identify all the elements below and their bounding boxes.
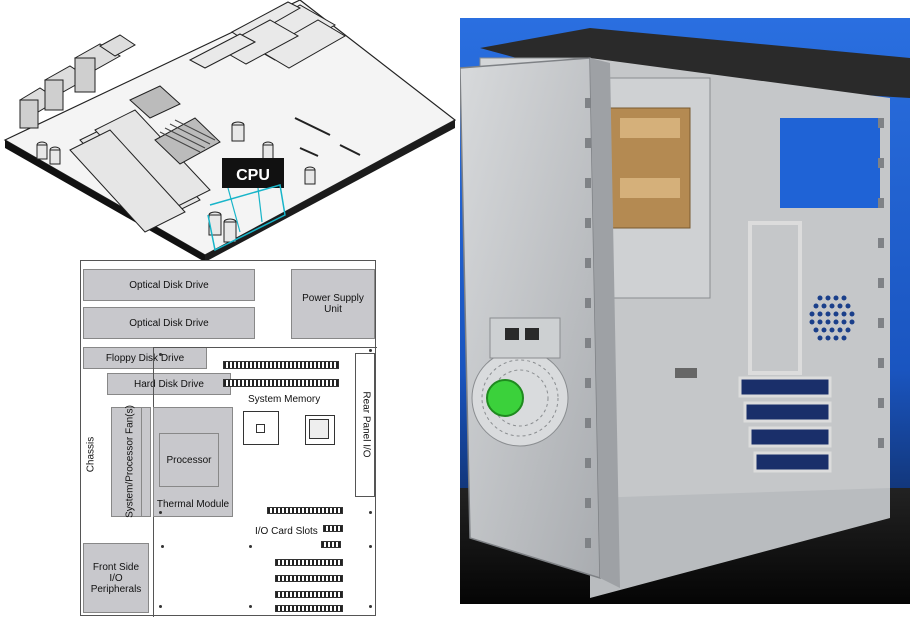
green-fan-hub (486, 379, 524, 417)
io-slot-5 (275, 605, 343, 612)
floppy-drive: Floppy Disk Drive (83, 347, 207, 369)
mount-hole (159, 605, 162, 608)
front-side-io-label: Front Side I/O Peripherals (90, 561, 142, 595)
chipset-1 (243, 411, 279, 445)
mount-hole (369, 605, 372, 608)
chipset-2-core (309, 419, 329, 439)
power-supply-label: Power Supply Unit (302, 293, 364, 315)
fans-label: System/Processor Fan(s) (124, 405, 136, 518)
chassis-label: Chassis (85, 436, 97, 473)
optical-drive-2: Optical Disk Drive (83, 307, 255, 339)
chassis-photo (460, 18, 910, 604)
processor-label: Processor (166, 454, 212, 466)
floppy-drive-label: Floppy Disk Drive (105, 352, 185, 364)
rear-panel-label: Rear Panel I/O (360, 391, 372, 458)
optical-drive-1-label: Optical Disk Drive (129, 279, 209, 291)
small-connector-1 (323, 525, 343, 532)
system-processor-fans (111, 407, 151, 517)
motherboard-illustration: CPU (3, 0, 457, 260)
rear-io-connectors (19, 34, 136, 129)
mount-hole (369, 545, 372, 548)
optical-drive-2-label: Optical Disk Drive (129, 317, 209, 329)
cpu-socket-outline (207, 184, 286, 252)
component-layout-diagram: Optical Disk Drive Optical Disk Drive Po… (80, 260, 377, 617)
system-memory-label: System Memory (248, 394, 321, 405)
chipset-1-core (256, 424, 265, 433)
mount-hole (161, 545, 164, 548)
small-connector-2 (321, 541, 341, 548)
memory-slot-1 (223, 361, 339, 369)
io-card-slots-label: I/O Card Slots (255, 526, 318, 537)
heatsinks (129, 85, 221, 165)
mount-hole (159, 353, 162, 356)
io-slot-2 (275, 559, 343, 566)
memory-slot-2 (223, 379, 339, 387)
mount-hole (369, 349, 372, 352)
io-slot-4 (275, 591, 343, 598)
mount-hole (159, 511, 162, 514)
io-slot-1 (267, 507, 343, 514)
cpu-callout-box (222, 158, 284, 188)
capacitors (36, 121, 316, 243)
processor: Processor (159, 433, 219, 487)
power-supply-unit: Power Supply Unit (291, 269, 375, 339)
mount-hole (369, 511, 372, 514)
fans-divider (141, 407, 142, 517)
expansion-slots (188, 1, 346, 69)
header-pins (294, 117, 361, 157)
memory-slots (69, 109, 211, 233)
hard-drive-label: Hard Disk Drive (133, 378, 204, 390)
io-slot-3 (275, 575, 343, 582)
chipset-2 (305, 415, 335, 445)
optical-drive-1: Optical Disk Drive (83, 269, 255, 301)
front-side-io: Front Side I/O Peripherals (83, 543, 149, 613)
mount-hole (249, 545, 252, 548)
hard-drive: Hard Disk Drive (107, 373, 231, 395)
thermal-module-label: Thermal Module (156, 499, 230, 510)
cpu-label: CPU (236, 167, 270, 184)
rear-panel-io (355, 353, 375, 497)
mount-hole (249, 605, 252, 608)
